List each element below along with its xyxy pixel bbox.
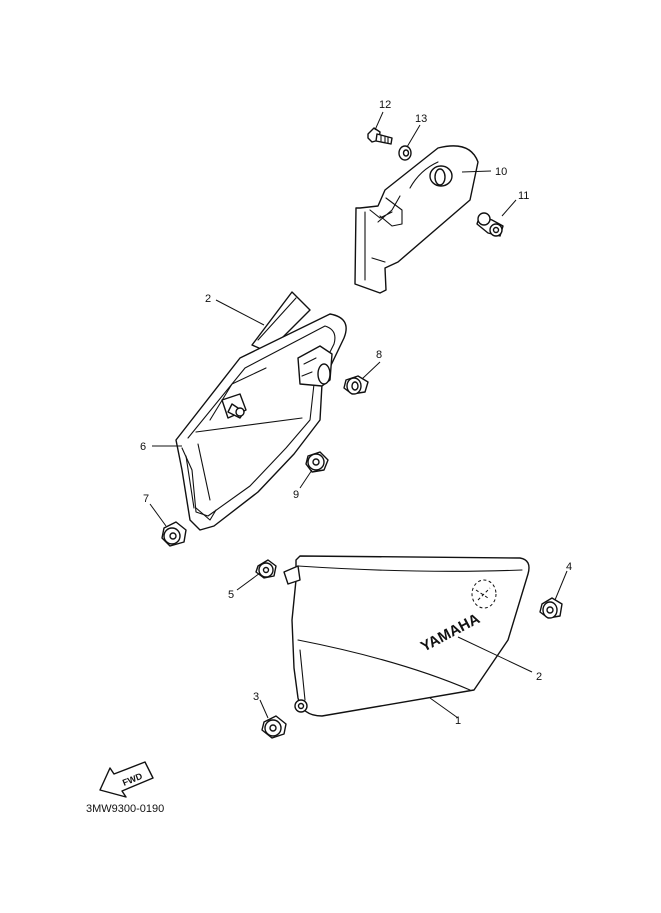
callout-5: 5 [228, 589, 234, 601]
grommet-4 [539, 597, 563, 619]
callout-9: 9 [293, 489, 299, 501]
callout-labels: 12 13 10 11 2 8 6 9 7 5 4 2 1 3 [140, 99, 572, 727]
side-cover-frame-6 [175, 313, 347, 531]
bracket-10 [354, 145, 479, 294]
callout-1: 1 [455, 715, 461, 727]
grommet-3 [261, 715, 287, 739]
grommet-5 [255, 559, 277, 579]
callout-12: 12 [379, 99, 391, 111]
callout-3: 3 [253, 691, 259, 703]
grommet-7 [161, 521, 187, 547]
callout-2-lower: 2 [536, 671, 542, 683]
callout-4: 4 [566, 561, 572, 573]
fwd-arrow-icon: FWD [99, 761, 154, 798]
leader-lines [149, 111, 568, 719]
bolt-12 [367, 127, 393, 145]
callout-11: 11 [518, 190, 529, 202]
diagram-code: 3MW9300-0190 [86, 803, 164, 815]
damper-11 [476, 212, 504, 237]
grommet-9 [305, 451, 329, 473]
callout-8: 8 [376, 349, 382, 361]
grommet-8 [343, 375, 369, 395]
callout-2-upper: 2 [205, 293, 211, 305]
side-cover-1: YAMAHA [283, 555, 530, 717]
callout-7: 7 [143, 493, 149, 505]
callout-13: 13 [415, 113, 427, 125]
washer-13 [398, 145, 412, 161]
callout-6: 6 [140, 441, 146, 453]
callout-10: 10 [495, 166, 507, 178]
